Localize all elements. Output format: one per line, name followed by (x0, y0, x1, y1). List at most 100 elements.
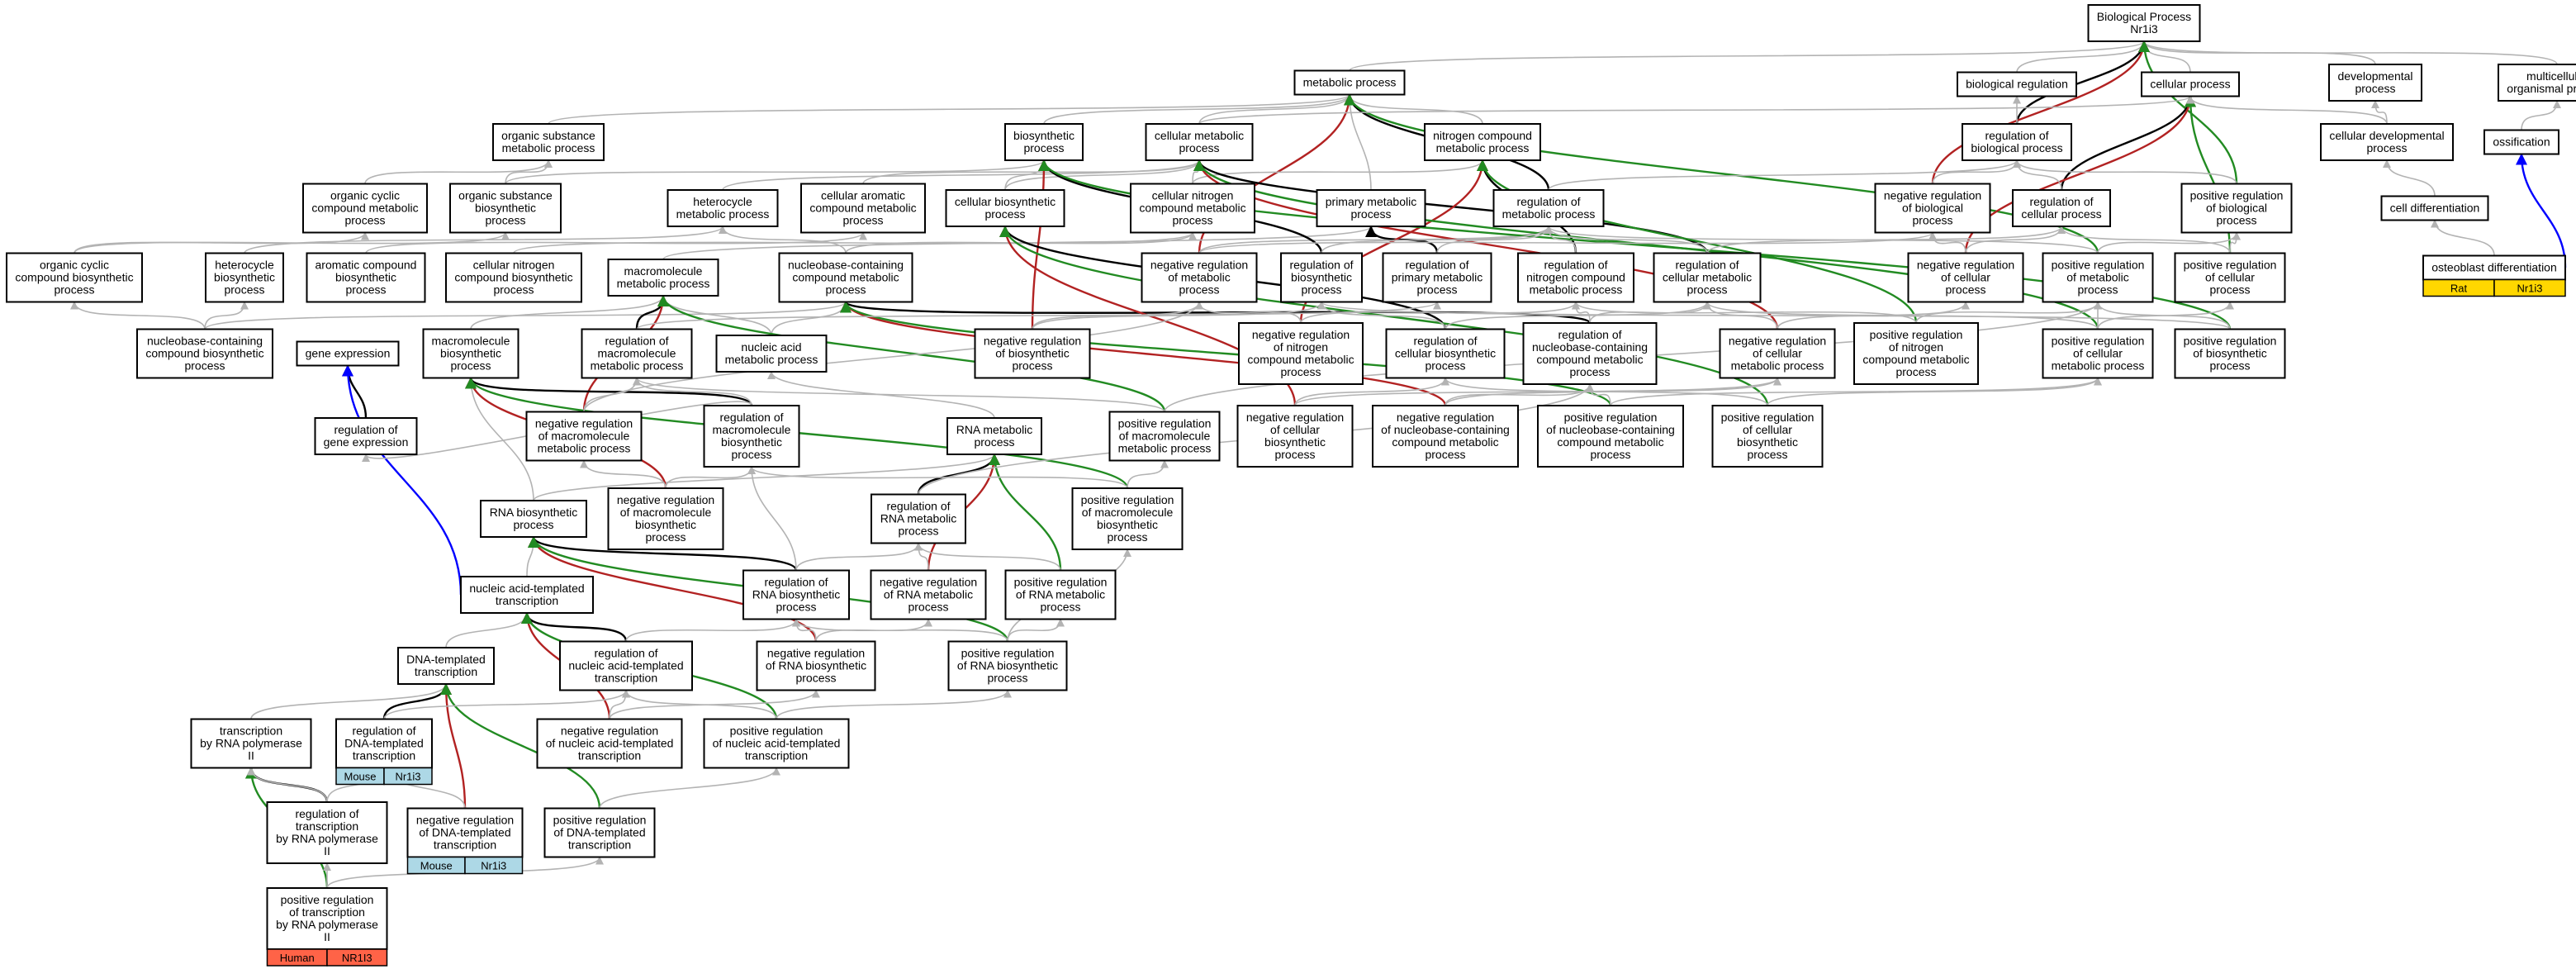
edge-is-a (1195, 301, 1302, 324)
edge-positively-regulates (440, 683, 601, 809)
node-label-line: process (344, 214, 385, 227)
edge-is-a (719, 226, 847, 254)
go-term-node-ossification[interactable]: ossification (2483, 129, 2559, 155)
go-term-node-geneexpr[interactable]: gene expression (296, 340, 400, 367)
node-label-line: negative regulation (1884, 189, 1981, 202)
go-term-node-bioreg[interactable]: biological regulation (1957, 71, 2077, 97)
node-label-line: cellular nitrogen (473, 259, 555, 272)
node-label-line: metabolic process (617, 277, 710, 290)
edge-is-a (1436, 226, 1553, 254)
go-term-node-metabolic[interactable]: metabolic process (1293, 69, 1406, 96)
edge-is-a (625, 618, 800, 642)
node-label-line: of nucleobase-containing (1546, 423, 1675, 436)
go-term-node-regnucbase[interactable]: regulation ofnucleobase-containingcompou… (1522, 322, 1658, 385)
go-term-node-celldiff[interactable]: cell differentiation (2380, 195, 2489, 221)
edge-is-a (845, 231, 1197, 254)
go-term-node-cellular[interactable]: cellular process (2141, 71, 2240, 97)
node-label-line: ossification (2493, 135, 2550, 149)
node-label-line: positive regulation (553, 814, 647, 827)
go-term-node-regmacrobio[interactable]: regulation ofmacromoleculebiosyntheticpr… (703, 405, 800, 468)
node-box (543, 807, 656, 858)
edge-is-a (2229, 231, 2241, 254)
go-term-node-regdnatx[interactable]: regulation ofDNA-templatedtranscriptionM… (335, 718, 433, 786)
go-term-node-multicellular[interactable]: multicellularorganismal process (2498, 64, 2576, 102)
node-label-line: primary metabolic (1326, 195, 1416, 208)
edge-is-a (1572, 301, 1591, 324)
edge-is-a (1192, 159, 1487, 184)
